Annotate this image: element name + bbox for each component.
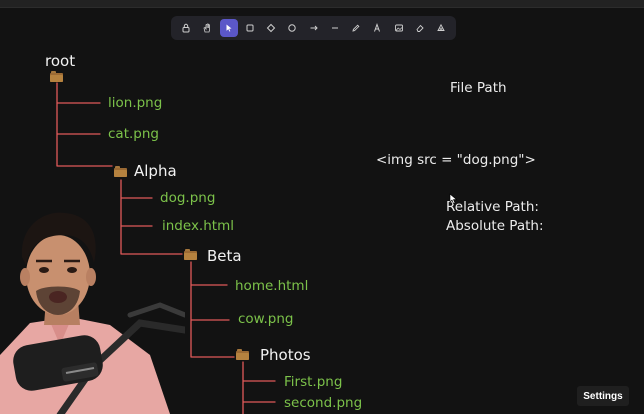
settings-button[interactable]: Settings: [577, 386, 629, 406]
pencil-icon[interactable]: [347, 19, 365, 37]
drawing-toolbar: [171, 16, 456, 40]
folder-icon: [184, 249, 197, 260]
file-label-cow: cow.png: [238, 311, 294, 327]
file-label-dog: dog.png: [160, 190, 216, 206]
alpha-folder-label: Alpha: [134, 162, 177, 180]
root-connector: [56, 82, 113, 167]
alpha-connector: [120, 179, 183, 255]
file-label-second: second.png: [284, 395, 363, 411]
beta-folder-label: Beta: [207, 247, 242, 265]
relative-path-label: Relative Path:: [446, 199, 539, 215]
file-label-home: home.html: [235, 278, 309, 294]
folder-icon: [50, 71, 63, 82]
shapes-icon[interactable]: [432, 19, 450, 37]
folder-icon: [114, 166, 127, 177]
line-icon[interactable]: [326, 19, 344, 37]
text-icon[interactable]: [368, 19, 386, 37]
code-snippet: <img src = "dog.png">: [376, 152, 536, 168]
photos-connector: [242, 361, 276, 414]
lock-icon[interactable]: [177, 19, 195, 37]
eraser-icon[interactable]: [411, 19, 429, 37]
rectangle-icon[interactable]: [241, 19, 259, 37]
file-label-lion: lion.png: [108, 95, 163, 111]
diamond-icon[interactable]: [262, 19, 280, 37]
image-icon[interactable]: [390, 19, 408, 37]
window-top-bar: [0, 0, 644, 8]
notes-title: File Path: [450, 80, 507, 96]
file-label-cat: cat.png: [108, 126, 159, 142]
photos-folder-label: Photos: [260, 346, 311, 364]
hand-icon[interactable]: [198, 19, 216, 37]
file-label-first: First.png: [284, 374, 343, 390]
arrow-icon[interactable]: [305, 19, 323, 37]
folder-icon: [236, 349, 249, 360]
presenter-webcam-video: [0, 212, 185, 414]
pointer-icon[interactable]: [219, 19, 238, 37]
beta-connector: [190, 261, 235, 358]
absolute-path-label: Absolute Path:: [446, 218, 544, 234]
ellipse-icon[interactable]: [283, 19, 301, 37]
root-folder-label: root: [45, 52, 76, 70]
file-label-index: index.html: [162, 218, 234, 234]
mouse-cursor-icon: [449, 193, 458, 204]
